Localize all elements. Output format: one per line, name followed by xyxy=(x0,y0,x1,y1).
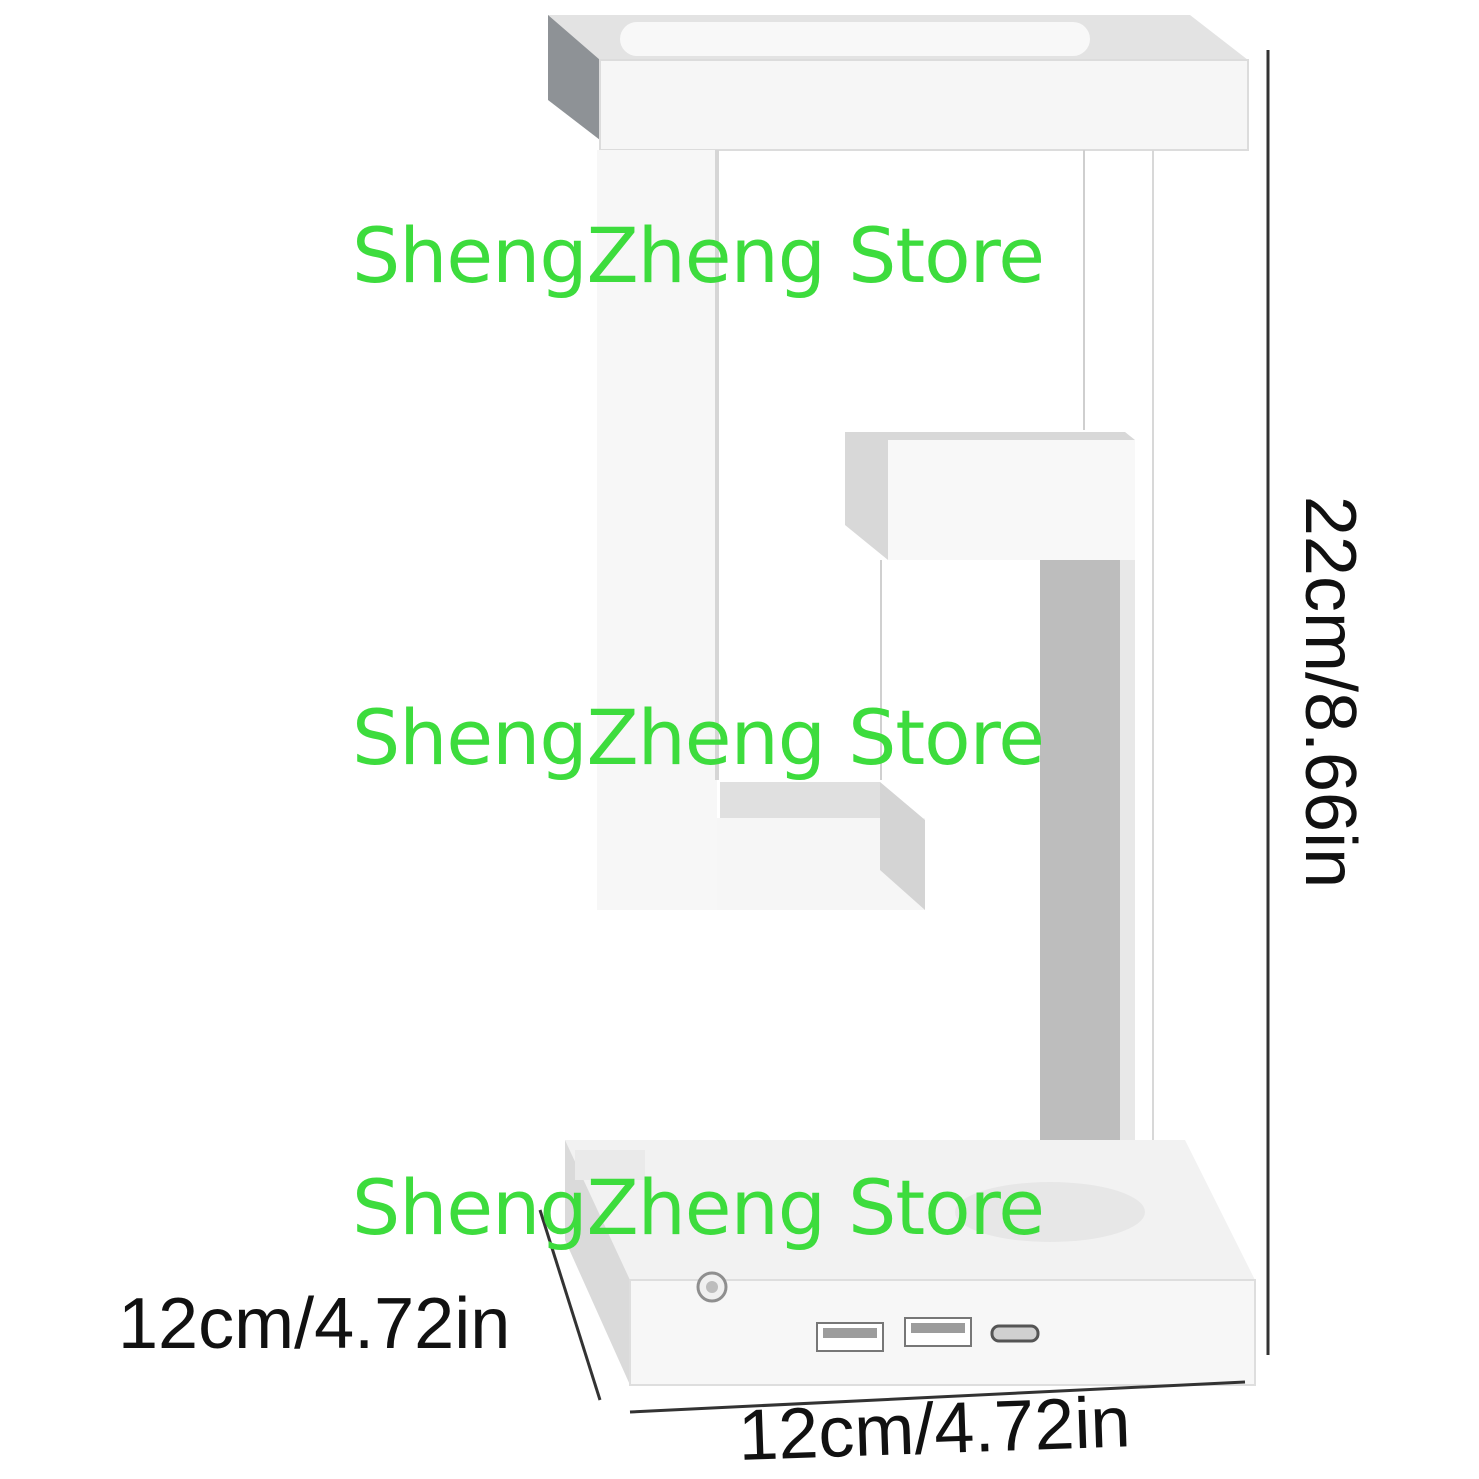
suspension-threads xyxy=(880,150,1154,1280)
store-watermark: ShengZheng Store xyxy=(352,211,1045,300)
charging-base xyxy=(565,1140,1256,1386)
dimension-lines xyxy=(538,50,1270,1414)
store-watermark: ShengZheng Store xyxy=(352,1163,1045,1252)
top-plate xyxy=(548,15,1249,151)
width-dimension-label: 12cm/4.72in xyxy=(736,1382,1132,1476)
store-watermark: ShengZheng Store xyxy=(352,693,1045,782)
hanging-frame xyxy=(597,150,925,910)
usb-c-port-icon xyxy=(990,1324,1040,1343)
height-dimension-label: 22cm/8.66in xyxy=(1290,495,1370,889)
standing-frame xyxy=(845,432,1135,1140)
depth-dimension-label: 12cm/4.72in xyxy=(118,1284,511,1364)
